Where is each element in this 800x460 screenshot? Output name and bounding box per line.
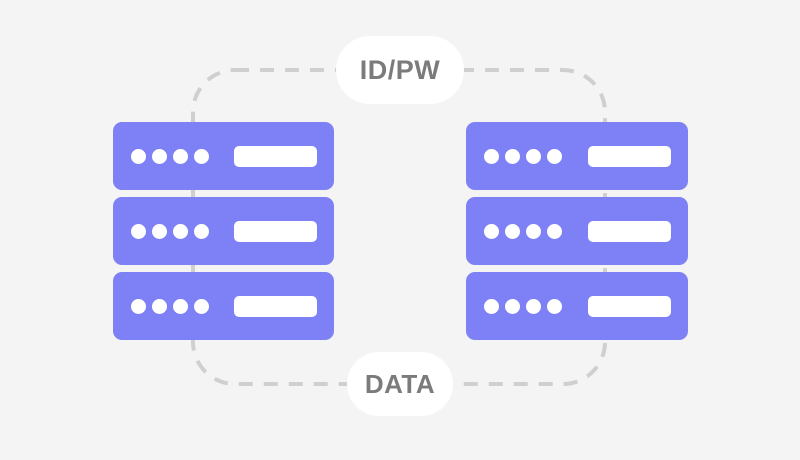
led-indicator-icon: [547, 223, 562, 239]
rack-unit[interactable]: [113, 122, 334, 190]
left-server-rack: [113, 122, 334, 340]
led-indicator-icon: [152, 148, 167, 164]
led-indicator-icon: [505, 223, 520, 239]
led-indicator-icon: [131, 148, 146, 164]
led-indicator-icon: [505, 148, 520, 164]
rack-unit[interactable]: [466, 122, 688, 190]
led-indicator-icon: [484, 298, 499, 314]
led-group: [484, 148, 562, 164]
led-indicator-icon: [194, 223, 209, 239]
label-pill-data: DATA: [347, 352, 453, 416]
led-group: [131, 223, 209, 239]
led-indicator-icon: [152, 223, 167, 239]
rack-unit[interactable]: [466, 272, 688, 340]
led-indicator-icon: [547, 298, 562, 314]
led-group: [131, 148, 209, 164]
status-bar: [234, 145, 317, 167]
led-group: [484, 223, 562, 239]
dashed-loop-path: [191, 68, 607, 386]
status-bar: [588, 220, 671, 242]
status-bar: [588, 295, 671, 317]
led-indicator-icon: [484, 148, 499, 164]
led-indicator-icon: [526, 298, 541, 314]
led-indicator-icon: [194, 148, 209, 164]
led-indicator-icon: [173, 223, 188, 239]
led-group: [131, 298, 209, 314]
label-pill-idpw: ID/PW: [336, 36, 464, 104]
status-bar: [234, 220, 317, 242]
led-indicator-icon: [173, 148, 188, 164]
rack-unit[interactable]: [113, 197, 334, 265]
led-indicator-icon: [505, 298, 520, 314]
led-indicator-icon: [194, 298, 209, 314]
right-server-rack: [466, 122, 688, 340]
led-indicator-icon: [131, 298, 146, 314]
led-indicator-icon: [526, 148, 541, 164]
led-indicator-icon: [173, 298, 188, 314]
status-bar: [588, 145, 671, 167]
rack-unit[interactable]: [113, 272, 334, 340]
led-indicator-icon: [152, 298, 167, 314]
led-group: [484, 298, 562, 314]
led-indicator-icon: [131, 223, 146, 239]
status-bar: [234, 295, 317, 317]
led-indicator-icon: [526, 223, 541, 239]
led-indicator-icon: [484, 223, 499, 239]
led-indicator-icon: [547, 148, 562, 164]
rack-unit[interactable]: [466, 197, 688, 265]
